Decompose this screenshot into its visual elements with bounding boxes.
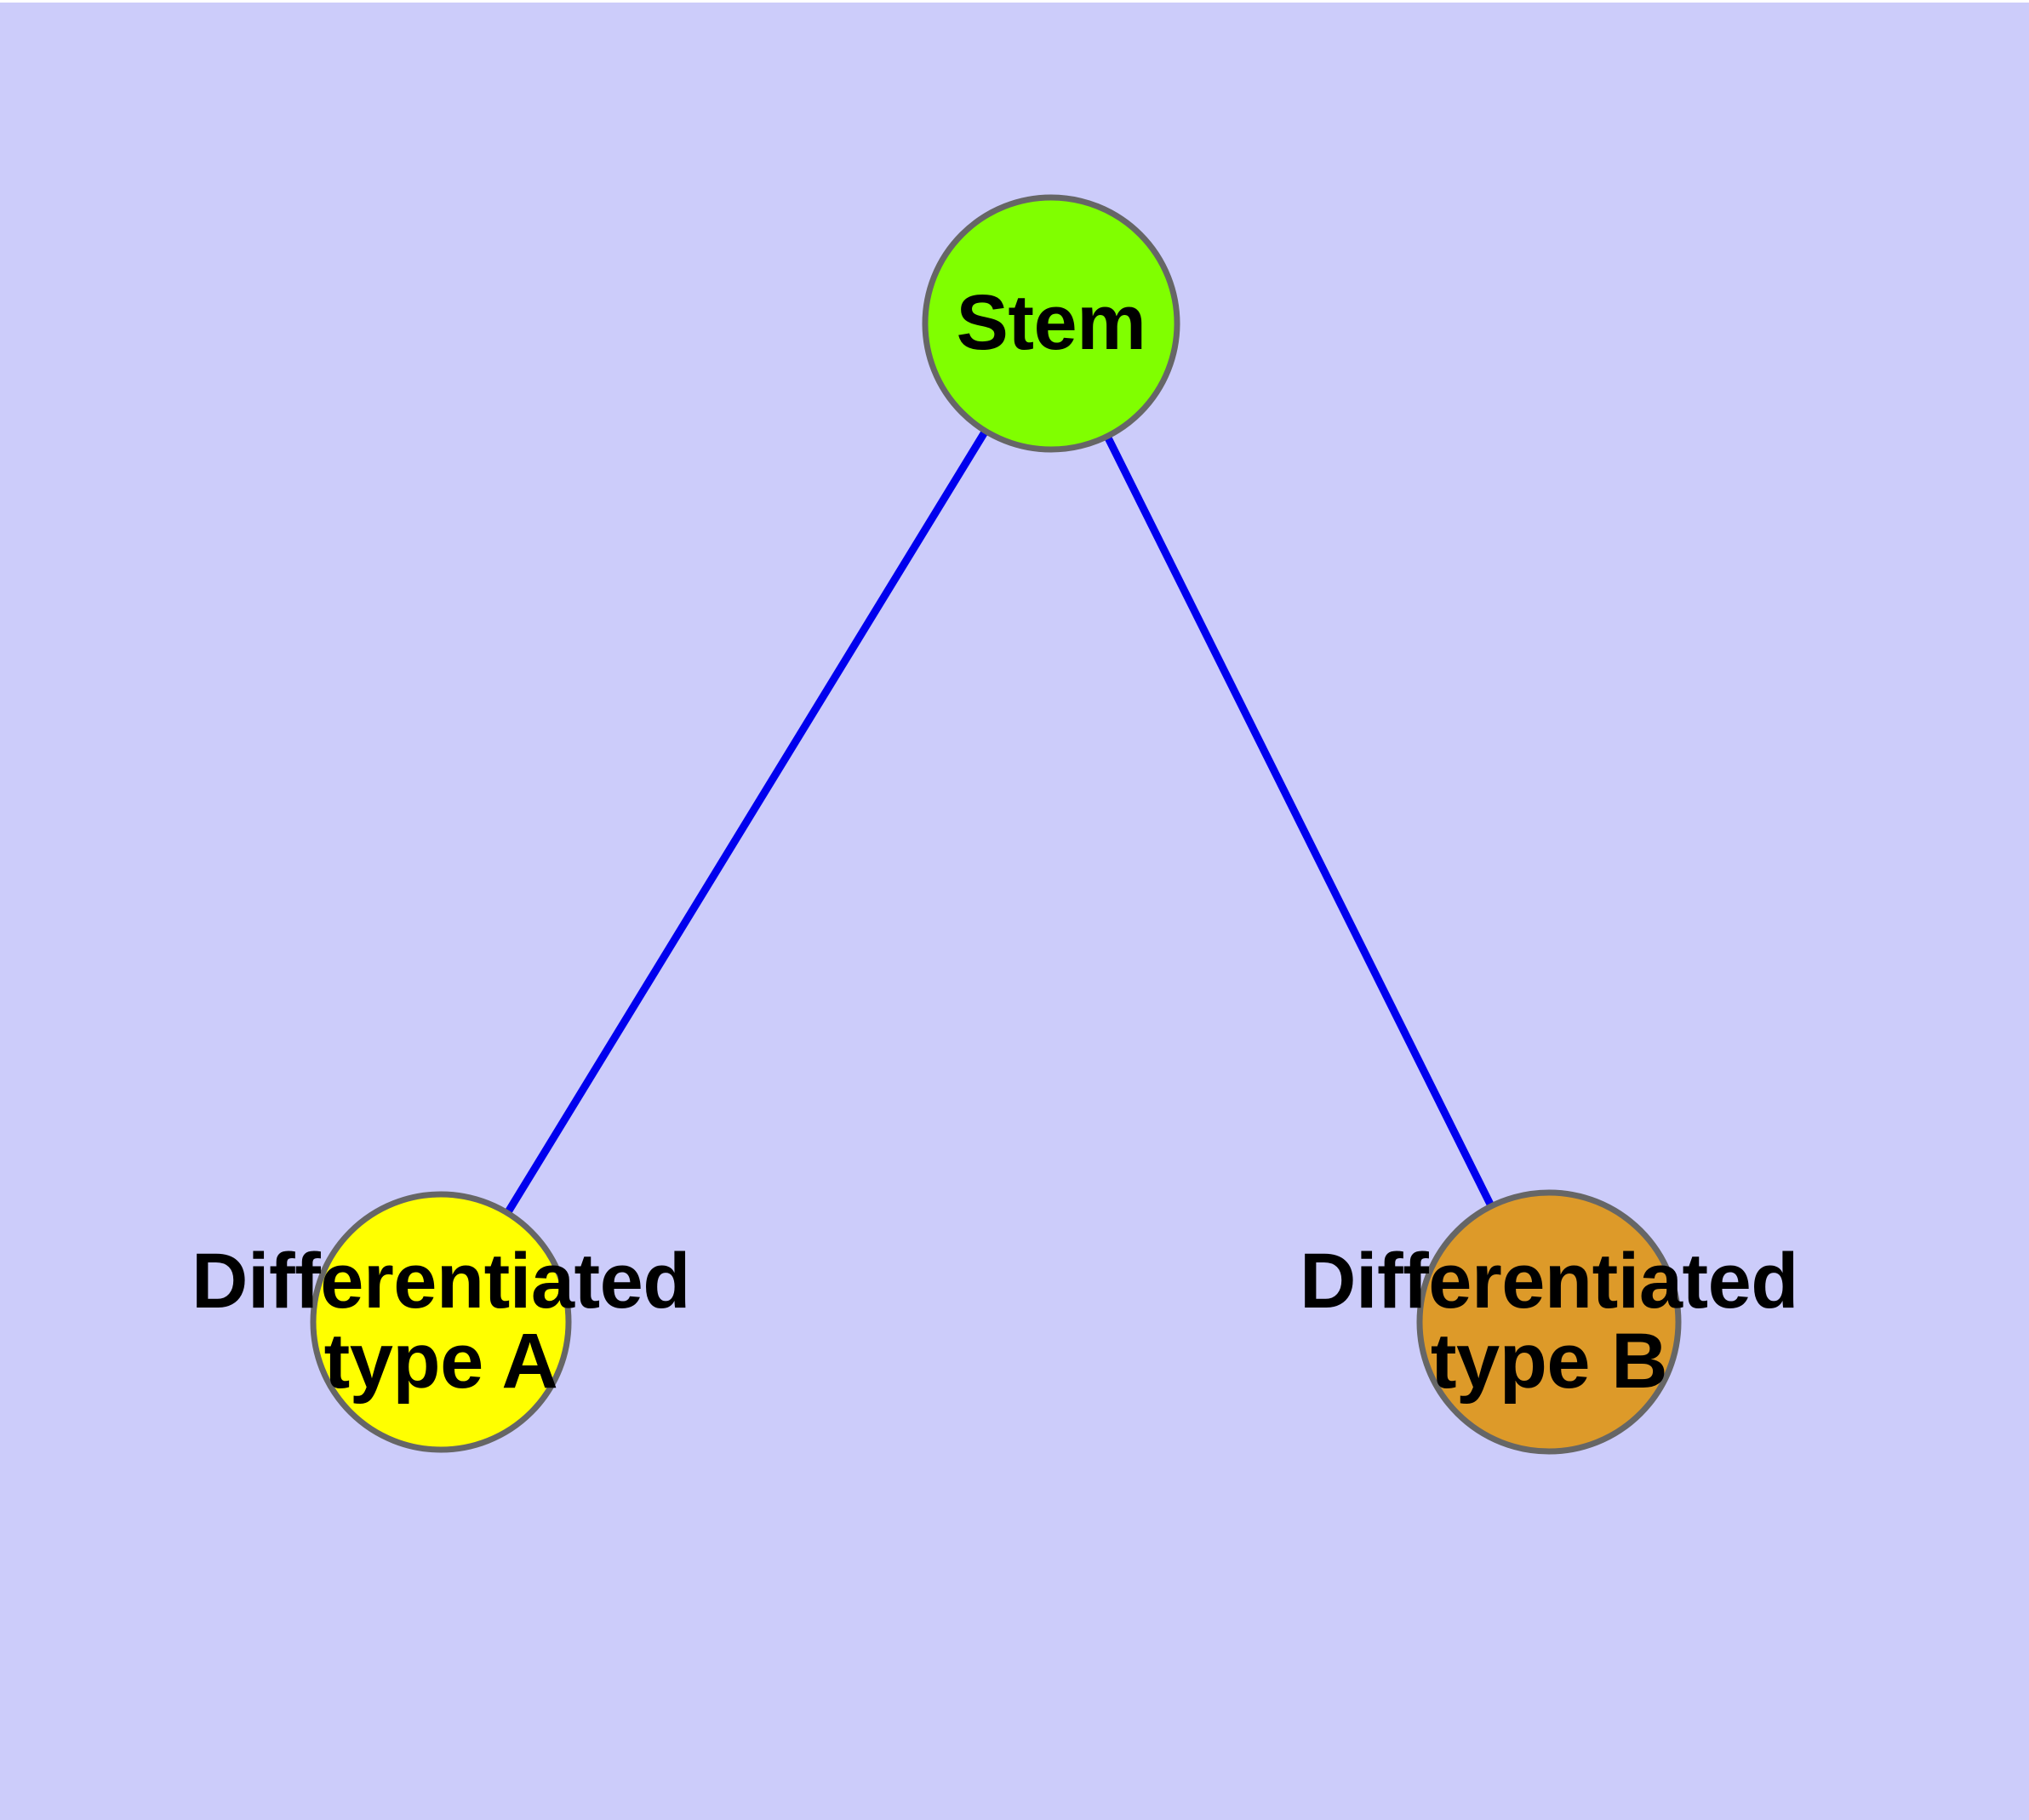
graph-edge-stem-to-a[interactable]: [437, 321, 1055, 1325]
graph-node-stem[interactable]: [922, 194, 1180, 453]
node-layer: [310, 194, 1682, 1455]
graph-node-diff-a[interactable]: [310, 1191, 572, 1453]
graph-edge-stem-to-b[interactable]: [1047, 321, 1553, 1325]
graph-node-diff-b[interactable]: [1416, 1189, 1682, 1455]
edge-layer: [437, 321, 1553, 1325]
